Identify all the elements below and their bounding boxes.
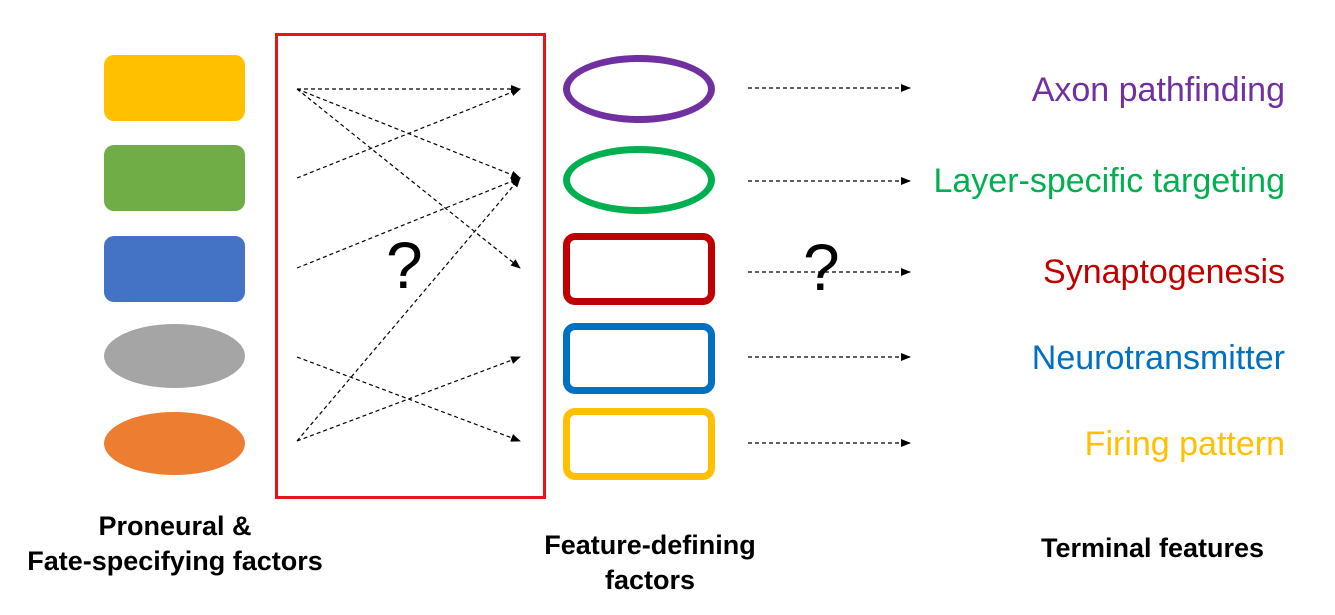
feature-synaptogenesis: Synaptogenesis — [1043, 253, 1285, 291]
question-mark-mapping: ? — [386, 228, 423, 302]
feature-factor-yellow — [563, 408, 715, 480]
caption-line: Fate-specifying factors — [27, 546, 323, 577]
caption-line: Feature-defining — [544, 530, 756, 560]
caption-line: factors — [604, 565, 696, 596]
factor-shape-blue — [104, 236, 245, 302]
feature-layer-specific-targeting: Layer-specific targeting — [933, 162, 1285, 200]
mapping-arrow — [296, 88, 521, 179]
mapping-box — [275, 33, 546, 499]
factor-shape-yellow — [104, 55, 245, 121]
feature-factor-purple — [563, 55, 715, 123]
feature-axon-pathfinding: Axon pathfinding — [1031, 71, 1285, 109]
caption-feature-defining-factors: Feature-defining factors — [500, 528, 800, 598]
question-mark-features: ? — [803, 230, 840, 304]
factor-shape-green — [104, 145, 245, 211]
mapping-arrow — [296, 88, 521, 269]
caption-line: Proneural & — [98, 511, 252, 541]
mapping-arrow — [296, 356, 521, 442]
feature-factor-red — [563, 233, 715, 305]
caption-terminal-features: Terminal features — [1040, 533, 1265, 563]
feature-neurotransmitter: Neurotransmitter — [1031, 339, 1285, 377]
factor-shape-gray — [104, 324, 245, 388]
caption-proneural-factors: Proneural & Fate-specifying factors — [0, 509, 350, 579]
factor-shape-orange — [104, 412, 245, 475]
feature-factor-green — [563, 146, 715, 214]
mapping-arrow — [296, 177, 521, 442]
feature-firing-pattern: Firing pattern — [1084, 425, 1285, 463]
mapping-arrow — [296, 177, 521, 269]
feature-factor-blue — [563, 323, 715, 394]
